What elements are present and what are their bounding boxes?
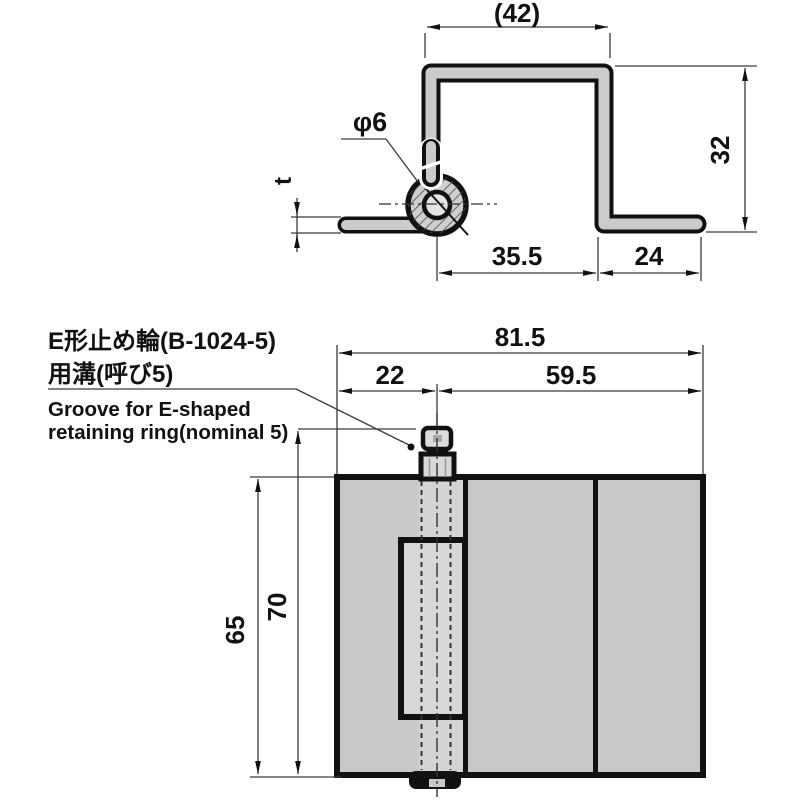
groove-note: E形止め輪(B-1024-5) 用溝(呼び5) Groove for E-sha… xyxy=(48,327,288,444)
dim-815-label: 81.5 xyxy=(495,322,546,352)
knuckle-front xyxy=(398,537,468,720)
phi6-leader xyxy=(385,138,419,183)
dim-phi6-label: φ6 xyxy=(353,107,387,137)
note-en-line2: retaining ring(nominal 5) xyxy=(48,421,288,444)
pin-hole-circle xyxy=(421,189,453,221)
knuckle-diagonal-line xyxy=(417,179,469,236)
note-en-line1: Groove for E-shaped xyxy=(48,398,251,421)
front-view-dim-labels: 81.5 22 59.5 65 70 xyxy=(220,322,596,644)
note-leader-dot xyxy=(407,443,415,451)
note-jp-line2: 用溝(呼び5) xyxy=(48,361,173,388)
dim-65-label: 65 xyxy=(220,616,250,645)
front-view-dimensions xyxy=(48,345,704,778)
dim-595-label: 59.5 xyxy=(546,360,597,390)
knuckle-hatch xyxy=(408,176,466,234)
front-view xyxy=(334,413,706,797)
dim-355-label: 35.5 xyxy=(492,241,543,271)
dim-70-label: 70 xyxy=(262,593,292,622)
side-view-dim-labels: (42) 32 35.5 24 t φ6 xyxy=(270,0,735,271)
dim-22-label: 22 xyxy=(376,360,405,390)
leg-break-line xyxy=(415,158,448,172)
note-leader xyxy=(295,388,410,446)
bracket-leaf-fill xyxy=(425,67,703,230)
dim-32-label: 32 xyxy=(705,136,735,165)
dim-24-label: 24 xyxy=(635,241,664,271)
bracket-leaf-outline xyxy=(421,63,707,234)
note-jp-line1: E形止め輪(B-1024-5) xyxy=(48,327,276,355)
side-view-dimensions xyxy=(291,24,757,281)
hinge-plate xyxy=(334,474,706,778)
dim-42-label: (42) xyxy=(494,0,540,28)
side-view xyxy=(337,63,707,237)
dim-t-label: t xyxy=(270,177,297,185)
